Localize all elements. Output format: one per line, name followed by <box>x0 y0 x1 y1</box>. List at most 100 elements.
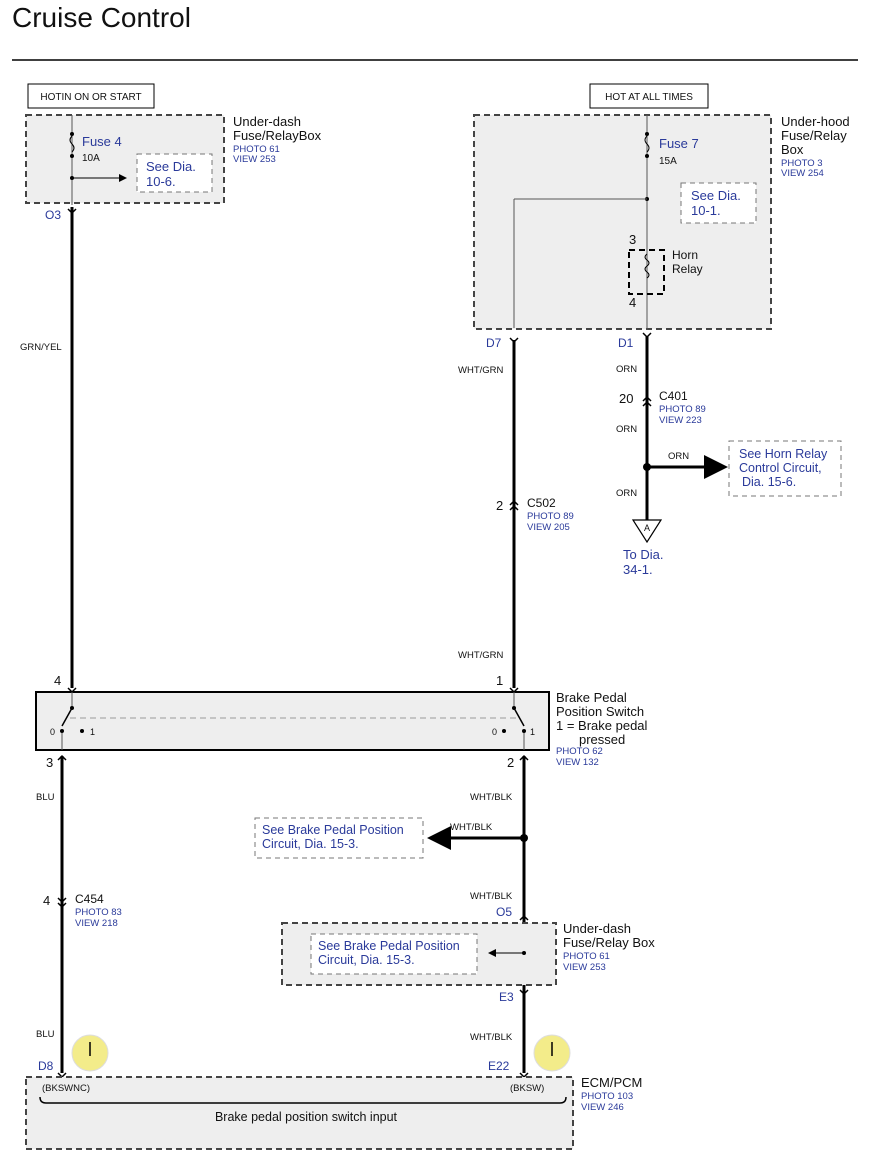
c454-view: VIEW 218 <box>75 918 118 929</box>
hot-in-on-tag <box>27 83 155 109</box>
underdash-bot-name2: Fuse/Relay Box <box>563 935 655 950</box>
terminal-o3: O3 <box>45 208 61 222</box>
relay-pin-3: 3 <box>629 232 636 247</box>
connector-marks <box>57 208 652 1079</box>
wire-orn-2: ORN <box>616 424 637 435</box>
horn-ref-line3: Dia. 15-6. <box>742 475 796 489</box>
ecm-sig-right: (BKSW) <box>510 1083 544 1094</box>
indicator-left-icon <box>71 1034 109 1072</box>
see-dia-10-1-line2: 10-1. <box>691 203 721 218</box>
bpps-photo: PHOTO 62 <box>556 746 603 757</box>
wire-blu-1: BLU <box>36 792 55 803</box>
wire-grn-yel: GRN/YEL <box>20 342 62 353</box>
bpps-sw-right-1: 1 <box>530 727 535 737</box>
underdash-bot-view: VIEW 253 <box>563 962 606 973</box>
wire-orn-3: ORN <box>668 451 689 462</box>
see-dia-10-6-line2: 10-6. <box>146 174 176 189</box>
ecm-name: ECM/PCM <box>581 1075 642 1090</box>
to-dia-line1: To Dia. <box>623 547 663 562</box>
indicator-right-icon <box>533 1034 571 1072</box>
terminal-e3: E3 <box>499 990 514 1004</box>
terminal-d1: D1 <box>618 336 634 350</box>
brake-pedal-switch-box <box>35 691 550 751</box>
brake-ref-box-1 <box>254 817 424 859</box>
wire-wht-grn-2: WHT/GRN <box>458 650 504 661</box>
underdash-fuse-box-bottom <box>281 922 557 986</box>
underdash-top-name2: Fuse/RelayBox <box>233 128 322 143</box>
wire-wht-blk-4: WHT/BLK <box>470 1032 513 1043</box>
fuse4-amp: 10A <box>82 153 100 164</box>
to-dia-triangle <box>631 519 663 544</box>
terminal-d7: D7 <box>486 336 502 350</box>
c401-photo: PHOTO 89 <box>659 404 706 415</box>
underdash-top-photo: PHOTO 61 <box>233 144 280 155</box>
horn-relay-line1: Horn <box>672 248 698 262</box>
underdash-top-name1: Under-dash <box>233 114 301 129</box>
ecm-pcm-box <box>25 1076 574 1150</box>
underhood-fuse-box <box>473 114 772 330</box>
fuse7-amp: 15A <box>659 156 677 167</box>
to-dia-letter: A <box>644 523 650 533</box>
fuse7-label: Fuse 7 <box>659 136 699 151</box>
wire-wht-blk-3: WHT/BLK <box>470 891 513 902</box>
c454-photo: PHOTO 83 <box>75 907 122 918</box>
brake-ref1-line1: See Brake Pedal Position <box>262 823 404 837</box>
underhood-name1: Under-hood <box>781 114 850 129</box>
bpps-pin-3: 3 <box>46 755 53 770</box>
underhood-name3: Box <box>781 142 804 157</box>
underhood-name2: Fuse/Relay <box>781 128 847 143</box>
underdash-bot-name1: Under-dash <box>563 921 631 936</box>
hot-at-all-tag <box>589 83 709 109</box>
bpps-sw-right-0: 0 <box>492 727 497 737</box>
wire-wht-blk-1: WHT/BLK <box>470 792 513 803</box>
horn-relay-line2: Relay <box>672 262 703 276</box>
c401-view: VIEW 223 <box>659 415 702 426</box>
bpps-name1: Brake Pedal <box>556 690 627 705</box>
brake-ref2-line1: See Brake Pedal Position <box>318 939 460 953</box>
wire-blu-2: BLU <box>36 1029 55 1040</box>
underdash-top-view: VIEW 253 <box>233 154 276 165</box>
bpps-pin-4: 4 <box>54 673 61 688</box>
brake-ref1-line2: Circuit, Dia. 15-3. <box>262 837 359 851</box>
c502-photo: PHOTO 89 <box>527 511 574 522</box>
underhood-view: VIEW 254 <box>781 168 824 179</box>
wire-orn-1: ORN <box>616 364 637 375</box>
c502-name: C502 <box>527 496 556 510</box>
bpps-name3: 1 = Brake pedal <box>556 718 648 733</box>
bpps-sw-left-0: 0 <box>50 727 55 737</box>
bpps-sw-left-1: 1 <box>90 727 95 737</box>
underdash-bot-photo: PHOTO 61 <box>563 951 610 962</box>
horn-ref-line1: See Horn Relay <box>739 447 828 461</box>
terminal-d8: D8 <box>38 1059 54 1073</box>
to-dia-line2: 34-1. <box>623 562 653 577</box>
terminal-e22: E22 <box>488 1059 510 1073</box>
c401-name: C401 <box>659 389 688 403</box>
bpps-name4: pressed <box>579 732 625 747</box>
fuse4-label: Fuse 4 <box>82 134 122 149</box>
c502-pin: 2 <box>496 498 503 513</box>
c454-name: C454 <box>75 892 104 906</box>
c454-pin: 4 <box>43 893 50 908</box>
see-dia-10-6-line1: See Dia. <box>146 159 196 174</box>
ecm-view: VIEW 246 <box>581 1102 624 1113</box>
underdash-fuse-box-top <box>25 114 225 205</box>
wires <box>60 207 728 1073</box>
brake-ref2-line2: Circuit, Dia. 15-3. <box>318 953 415 967</box>
underhood-photo: PHOTO 3 <box>781 158 823 169</box>
ecm-photo: PHOTO 103 <box>581 1091 633 1102</box>
wire-orn-4: ORN <box>616 488 637 499</box>
hot-at-all-label: HOT AT ALL TIMES <box>605 92 693 103</box>
ecm-sig-left: (BKSWNC) <box>42 1083 90 1094</box>
wire-wht-blk-2: WHT/BLK <box>450 822 493 833</box>
c502-view: VIEW 205 <box>527 522 570 533</box>
hot-in-on-label: HOTIN ON OR START <box>40 92 141 103</box>
page-title: Cruise Control <box>12 2 191 33</box>
terminal-o5: O5 <box>496 905 512 919</box>
relay-pin-4: 4 <box>629 295 636 310</box>
bpps-name2: Position Switch <box>556 704 644 719</box>
horn-ref-line2: Control Circuit, <box>739 461 822 475</box>
horn-relay-ref-box <box>728 440 842 497</box>
ecm-input-label: Brake pedal position switch input <box>215 1110 398 1124</box>
wire-wht-grn-1: WHT/GRN <box>458 365 504 376</box>
